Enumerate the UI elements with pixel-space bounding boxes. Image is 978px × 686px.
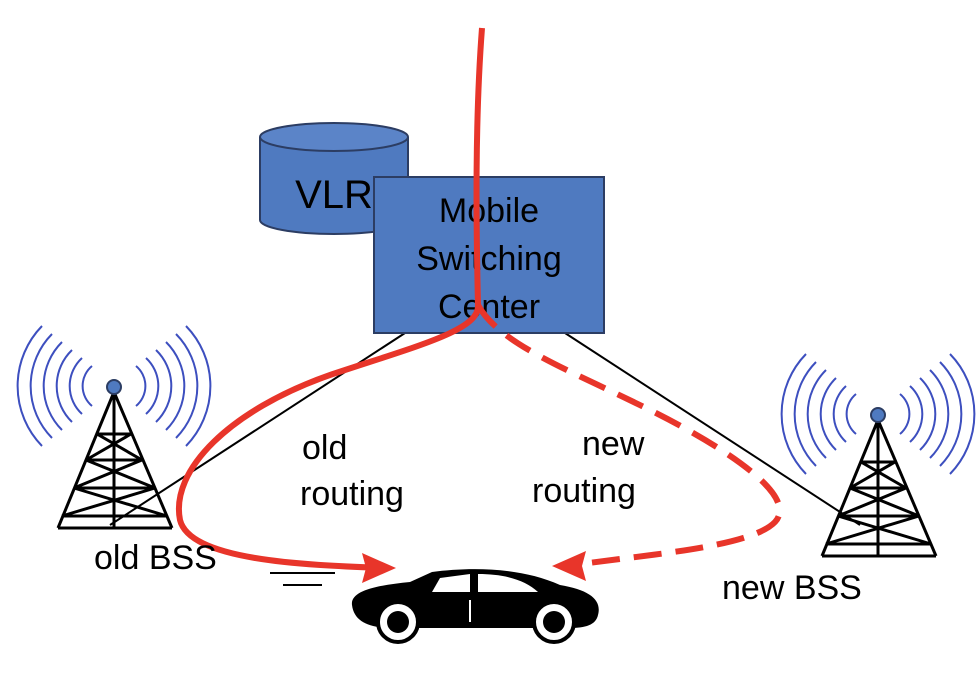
radio-waves-icon	[16, 325, 212, 447]
new-routing-arrowhead	[552, 551, 586, 581]
new-bss-tower	[780, 353, 976, 558]
old-bss-label: old BSS	[94, 539, 217, 577]
mobile-switching-center: Mobile Switching Center	[373, 176, 605, 334]
new-bss-label: new BSS	[722, 569, 862, 607]
msc-label-line2: Switching	[416, 240, 562, 278]
new-routing-label-line2: routing	[532, 472, 636, 510]
link-msc-new-bss	[564, 332, 861, 526]
vlr-label: VLR	[295, 173, 373, 217]
radio-waves-icon	[780, 353, 976, 475]
old-routing-path	[175, 27, 485, 573]
vlr-database: VLR	[259, 122, 409, 235]
new-routing-label-line1: new	[582, 425, 645, 463]
speed-lines	[270, 572, 335, 586]
new-routing-path	[475, 303, 783, 568]
old-routing-label-line1: old	[302, 429, 347, 467]
old-bss-tower	[16, 325, 212, 530]
radio-tower-icon	[820, 419, 938, 558]
old-routing-arrowhead	[362, 553, 396, 583]
car-icon	[351, 569, 599, 644]
old-routing-label-line2: routing	[300, 475, 404, 513]
radio-tower-icon	[56, 391, 174, 530]
msc-box	[373, 176, 605, 334]
msc-label-line1: Mobile	[439, 192, 539, 230]
